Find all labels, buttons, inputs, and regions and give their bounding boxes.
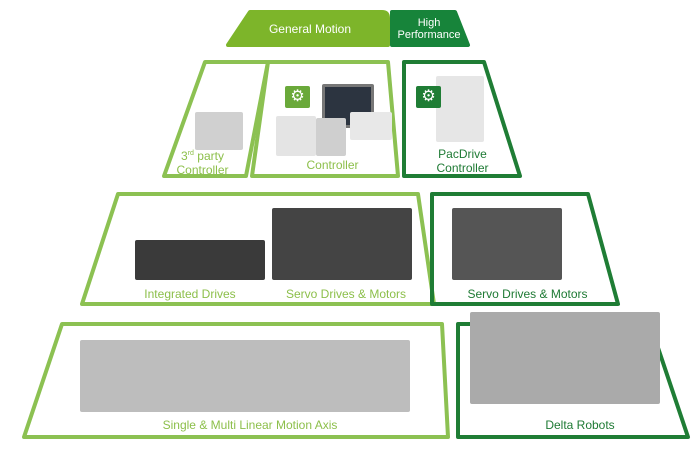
gear-icon: [416, 86, 441, 108]
label-linear-motion: Single & Multi Linear Motion Axis: [162, 418, 338, 432]
linear-axis-image: [80, 340, 410, 412]
pacdrive-image: [436, 76, 484, 142]
integrated-drives-image: [135, 240, 265, 280]
controller-image: [276, 116, 316, 156]
label-delta-robots: Delta Robots: [545, 418, 615, 432]
frame-pacdrive: [402, 60, 522, 178]
gear-icon: [285, 86, 310, 108]
frame-third-party: [162, 60, 270, 178]
servo-drives-image: [272, 208, 412, 280]
frame-servo-high: [430, 192, 620, 306]
high-performance-tab-shape: [390, 10, 470, 47]
delta-robots-image: [470, 312, 660, 404]
label-controller: Controller: [306, 158, 359, 172]
gear-glyph: ⚙: [290, 88, 305, 105]
label-integrated-drives: Integrated Drives: [144, 287, 236, 301]
frame-controller: [250, 60, 400, 178]
label-servo-drives-general: Servo Drives & Motors: [285, 287, 407, 301]
tab-high-performance: High Performance: [397, 16, 461, 41]
frame-linear: [22, 322, 450, 439]
label-servo-drives-high: Servo Drives & Motors: [467, 287, 588, 301]
plc-image: [350, 112, 392, 140]
gear-glyph: ⚙: [421, 88, 436, 105]
servo-high-image: [452, 208, 562, 280]
keypad-image: [316, 118, 346, 156]
general-motion-tab-shape: [226, 10, 390, 47]
tab-general-motion: General Motion: [268, 21, 352, 36]
third-party-controller-image: [195, 112, 243, 150]
